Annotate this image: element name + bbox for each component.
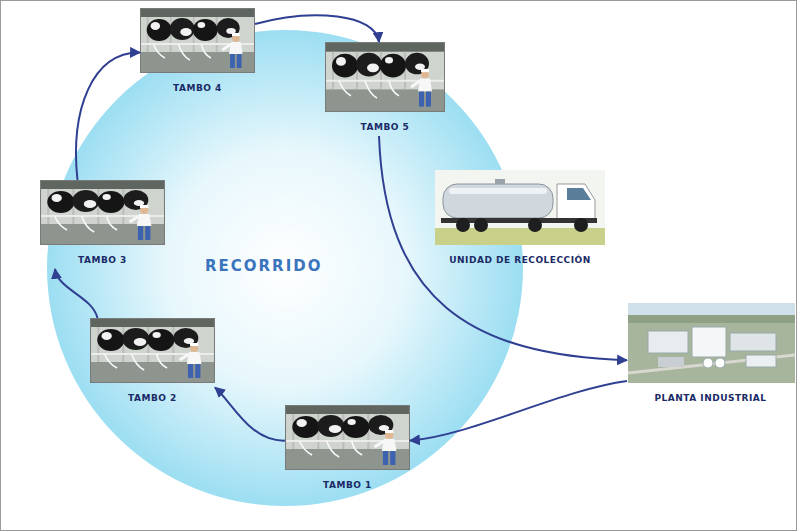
node-label: PLANTA INDUSTRIAL <box>654 392 766 404</box>
flow-arrow <box>55 269 98 318</box>
plant-photo <box>628 303 795 383</box>
node-label: TAMBO 5 <box>361 121 410 133</box>
truck-node: UNIDAD DE RECOLECCIÓN <box>435 170 605 269</box>
node-label: UNIDAD DE RECOLECCIÓN <box>449 254 590 266</box>
milking-photo <box>325 42 445 112</box>
farm-node: TAMBO 5 <box>325 42 445 136</box>
farm-node: TAMBO 2 <box>90 318 215 407</box>
flow-arrow <box>379 136 627 360</box>
milking-photo <box>40 180 165 245</box>
route-region: RECORRIDO TAMBO 1 TAMBO 2 TAMBO 3 TAMBO 4 TAM… <box>47 30 523 506</box>
truck-photo <box>435 170 605 245</box>
node-label: TAMBO 1 <box>323 479 372 491</box>
farm-node: TAMBO 3 <box>40 180 165 269</box>
farm-node: TAMBO 4 <box>140 8 255 97</box>
flow-arrow <box>215 387 285 440</box>
milking-photo <box>285 405 410 470</box>
route-title: RECORRIDO <box>205 257 322 275</box>
node-label: TAMBO 4 <box>173 82 222 94</box>
milking-photo <box>90 318 215 383</box>
milking-photo <box>140 8 255 73</box>
flow-arrow <box>255 15 379 42</box>
route-circle <box>47 30 523 506</box>
node-label: TAMBO 3 <box>78 254 127 266</box>
flow-arrow <box>76 52 140 180</box>
node-label: TAMBO 2 <box>128 392 177 404</box>
flow-arrow <box>410 381 627 441</box>
farm-node: TAMBO 1 <box>285 405 410 494</box>
plant-node: PLANTA INDUSTRIAL <box>627 303 794 407</box>
